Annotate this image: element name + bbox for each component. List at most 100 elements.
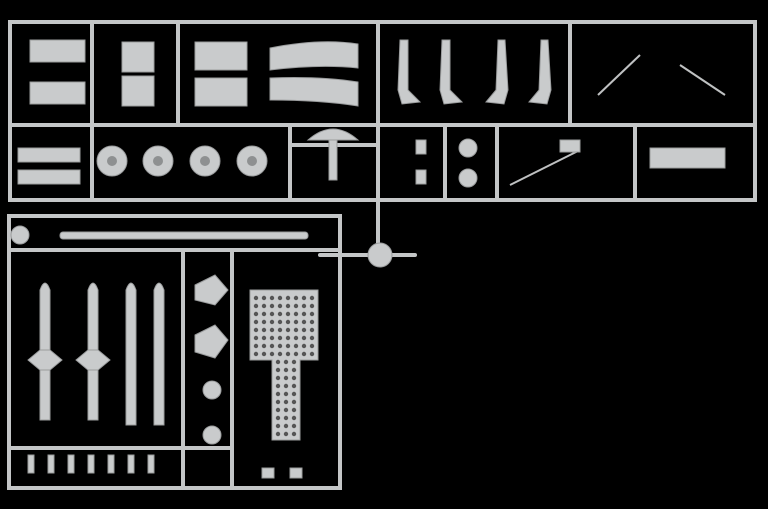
plate-hole [293, 343, 299, 349]
plate-hole [301, 351, 307, 357]
plate-hole [277, 351, 283, 357]
plate-hole [261, 303, 267, 309]
lower-sprue-frame [7, 214, 342, 490]
plate-hole [269, 319, 275, 325]
plate-hole [283, 407, 289, 413]
plate-hole [277, 295, 283, 301]
plate-hole [275, 423, 281, 429]
plate-hole [283, 359, 289, 365]
plate-hole [291, 407, 297, 413]
plate-hole [285, 343, 291, 349]
plate-hole [253, 327, 259, 333]
plate-hole [277, 311, 283, 317]
plate-hole [261, 319, 267, 325]
plate-hole [269, 343, 275, 349]
sprue-gate [318, 242, 417, 268]
plate-hole [293, 351, 299, 357]
plate-hole [301, 295, 307, 301]
plate-hole [309, 327, 315, 333]
plate-holes [253, 295, 315, 437]
plate-hole [269, 335, 275, 341]
plate-hole [291, 367, 297, 373]
plate-hole [283, 423, 289, 429]
plate-hole [275, 407, 281, 413]
plate-hole [269, 327, 275, 333]
plate-hole [291, 375, 297, 381]
plate-hole [283, 399, 289, 405]
plate-hole [301, 327, 307, 333]
plate-hole [283, 383, 289, 389]
plate-hole [261, 295, 267, 301]
plate-hole [309, 311, 315, 317]
plate-hole [285, 335, 291, 341]
lower-parts [10, 225, 319, 479]
plate-hole [285, 311, 291, 317]
plate-hole [309, 335, 315, 341]
plate-hole [277, 303, 283, 309]
plate-hole [275, 399, 281, 405]
plate-hole [269, 351, 275, 357]
plate-hole [291, 423, 297, 429]
plate-hole [285, 303, 291, 309]
plate-hole [291, 431, 297, 437]
plate-hole [277, 319, 283, 325]
plate-hole [253, 335, 259, 341]
missiles [27, 282, 165, 426]
plate-hole [275, 359, 281, 365]
plate-hole [285, 351, 291, 357]
plate-hole [283, 375, 289, 381]
plate-hole [301, 335, 307, 341]
plate-hole [309, 295, 315, 301]
pegs [27, 454, 155, 474]
plate-hole [261, 343, 267, 349]
plate-hole [277, 327, 283, 333]
plate-hole [291, 359, 297, 365]
plate-hole [291, 383, 297, 389]
plate-hole [285, 295, 291, 301]
plate-hole [301, 319, 307, 325]
plate-hole [269, 295, 275, 301]
plate-hole [277, 335, 283, 341]
plate-hole [285, 319, 291, 325]
plate-hole [261, 311, 267, 317]
plate-hole [293, 327, 299, 333]
plate-hole [285, 327, 291, 333]
plate-hole [291, 415, 297, 421]
plate-hole [293, 295, 299, 301]
plate-hole [291, 391, 297, 397]
plate-hole [293, 311, 299, 317]
plate-hole [253, 311, 259, 317]
plate-hole [261, 327, 267, 333]
plate-hole [275, 383, 281, 389]
plate-hole [253, 351, 259, 357]
plate-hole [293, 319, 299, 325]
plate-hole [293, 303, 299, 309]
plate-hole [283, 415, 289, 421]
plate-hole [309, 303, 315, 309]
plate-hole [261, 351, 267, 357]
plate-hole [309, 351, 315, 357]
plate-hole [253, 295, 259, 301]
plate-hole [275, 367, 281, 373]
plate-hole [275, 375, 281, 381]
plate-hole [301, 311, 307, 317]
plate-hole [253, 343, 259, 349]
plate-hole [283, 391, 289, 397]
plate-hole [275, 431, 281, 437]
plate-hole [261, 335, 267, 341]
plate-hole [275, 391, 281, 397]
plate-hole [253, 319, 259, 325]
perforated-plate [249, 289, 319, 441]
plate-hole [301, 303, 307, 309]
plate-hole [291, 399, 297, 405]
plate-hole [283, 367, 289, 373]
plate-hole [283, 431, 289, 437]
plate-hole [269, 311, 275, 317]
wheels [96, 138, 478, 188]
upper-parts [17, 39, 726, 188]
plate-hole [269, 303, 275, 309]
plate-hole [277, 343, 283, 349]
plate-hole [293, 335, 299, 341]
plate-hole [309, 343, 315, 349]
